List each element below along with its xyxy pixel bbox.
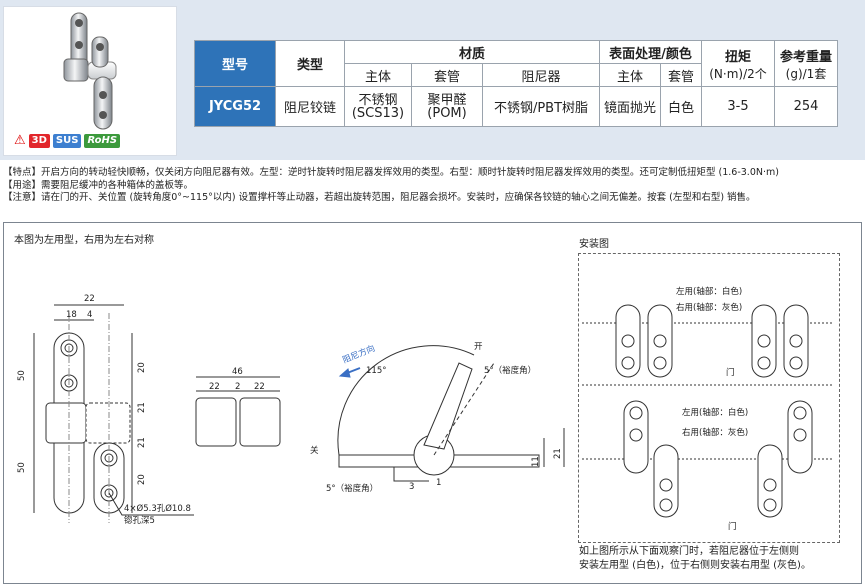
col-surface: 表面处理/颜色: [599, 40, 702, 64]
col-weight: 参考重量 (g)/1套: [774, 40, 838, 87]
svg-text:21: 21: [137, 437, 147, 448]
rohs-badge: RoHS: [84, 133, 121, 148]
install-right-label: 右用(轴部：灰色): [676, 302, 742, 313]
col-model: 型号: [194, 40, 276, 87]
usage-note: 【用途】需要阻尼缓冲的各种箱体的盖板等。: [3, 179, 194, 191]
svg-text:18: 18: [66, 310, 77, 320]
cell-sleeve: 聚甲醛 (POM): [411, 86, 483, 127]
knuckle-left: [45, 402, 87, 444]
svg-text:4: 4: [87, 310, 92, 320]
feature-note: 【特点】开启方向的转动轻快顺畅，仅关闭方向阻尼器有效。左型：逆时针旋转时阻尼器发…: [3, 167, 779, 178]
cell-surface-sleeve: 白色: [660, 86, 702, 127]
damper-direction-label: 阻尼方向: [341, 343, 377, 366]
3d-badge[interactable]: 3D: [28, 133, 50, 148]
svg-text:11: 11: [531, 456, 541, 467]
hole-note: 4×Ø5.3孔Ø10.8: [124, 503, 191, 514]
svg-text:20: 20: [137, 474, 147, 485]
open-label: 开: [474, 342, 483, 352]
warning-icon: ⚠: [14, 132, 26, 148]
cell-model[interactable]: JYCG52: [194, 86, 276, 127]
drawing-caption: 本图为左用型，右用为左右对称: [14, 235, 154, 246]
door-label: 门: [726, 367, 735, 378]
install-left-label-2: 左用(轴部：白色): [682, 407, 748, 418]
col-sleeve2: 套管: [660, 63, 702, 87]
cell-weight: 254: [774, 86, 838, 127]
cell-damper: 不锈钢/PBT树脂: [482, 86, 600, 127]
spec-table: 型号 类型 材质 表面处理/颜色 扭矩 (N·m)/2个 参考重量 (g)/1套…: [194, 40, 838, 127]
svg-text:50: 50: [17, 462, 27, 473]
svg-text:21: 21: [137, 402, 147, 413]
svg-text:22: 22: [254, 382, 265, 392]
sus-badge: SUS: [52, 133, 82, 148]
technical-drawing: 22 18 4 50 50 20 21 21 20 4×Ø5.3孔Ø10.8 锪…: [17, 286, 834, 532]
svg-text:3: 3: [409, 482, 414, 492]
angle-margin-bottom: 5°（裕度角）: [326, 483, 378, 494]
hole-note-2: 锪孔深5: [124, 515, 155, 526]
install-frame: [578, 253, 840, 543]
notes-block: 【特点】开启方向的转动轻快顺畅，仅关闭方向阻尼器有效。左型：逆时针旋转时阻尼器发…: [3, 167, 863, 205]
col-type: 类型: [275, 40, 345, 87]
rotation-leaf: [423, 362, 473, 450]
product-image-box: [3, 6, 177, 156]
col-torque: 扭矩 (N·m)/2个: [701, 40, 775, 87]
cell-type: 阻尼铰链: [275, 86, 345, 127]
cell-surface-main: 镜面抛光: [599, 86, 661, 127]
col-sleeve: 套管: [411, 63, 483, 87]
door-label-2: 门: [728, 521, 737, 532]
svg-text:46: 46: [232, 367, 243, 377]
knuckle-right: [85, 402, 131, 444]
install-right-label-2: 右用(轴部：灰色): [682, 427, 748, 438]
hinge-product-icon: [63, 12, 117, 130]
col-damper: 阻尼器: [482, 63, 600, 87]
svg-text:1: 1: [436, 478, 441, 488]
close-label: 关: [310, 445, 319, 456]
install-footnote: 如上图所示从下面观察门时，若阻尼器位于左侧则 安装左用型 (白色)，位于右侧则安…: [579, 546, 811, 571]
col-main2: 主体: [599, 63, 661, 87]
arrow-head-icon: [338, 368, 351, 378]
cell-torque: 3-5: [701, 86, 775, 127]
badge-row: ⚠ 3D SUS RoHS: [14, 132, 121, 148]
side-view-right: [239, 397, 281, 447]
svg-text:22: 22: [84, 294, 95, 304]
svg-text:2: 2: [235, 382, 240, 392]
drawing-box: 本图为左用型，右用为左右对称: [3, 222, 862, 584]
side-view-left: [195, 397, 237, 447]
col-material: 材质: [344, 40, 600, 64]
caution-note: 【注意】请在门的开、关位置 (旋转角度0°~115°以内) 设置撑杆等止动器，若…: [3, 192, 756, 203]
svg-text:22: 22: [209, 382, 220, 392]
install-left-label: 左用(轴部：白色): [676, 286, 742, 297]
cell-main: 不锈钢 (SCS13): [344, 86, 412, 127]
col-main: 主体: [344, 63, 412, 87]
install-title: 安装图: [579, 239, 609, 250]
svg-text:20: 20: [137, 362, 147, 373]
svg-text:21: 21: [553, 448, 563, 459]
angle-margin-top: 5°（裕度角）: [484, 365, 536, 376]
svg-text:50: 50: [17, 370, 27, 381]
angle-115: 115°: [366, 366, 386, 376]
rotation-arc: [337, 345, 475, 456]
